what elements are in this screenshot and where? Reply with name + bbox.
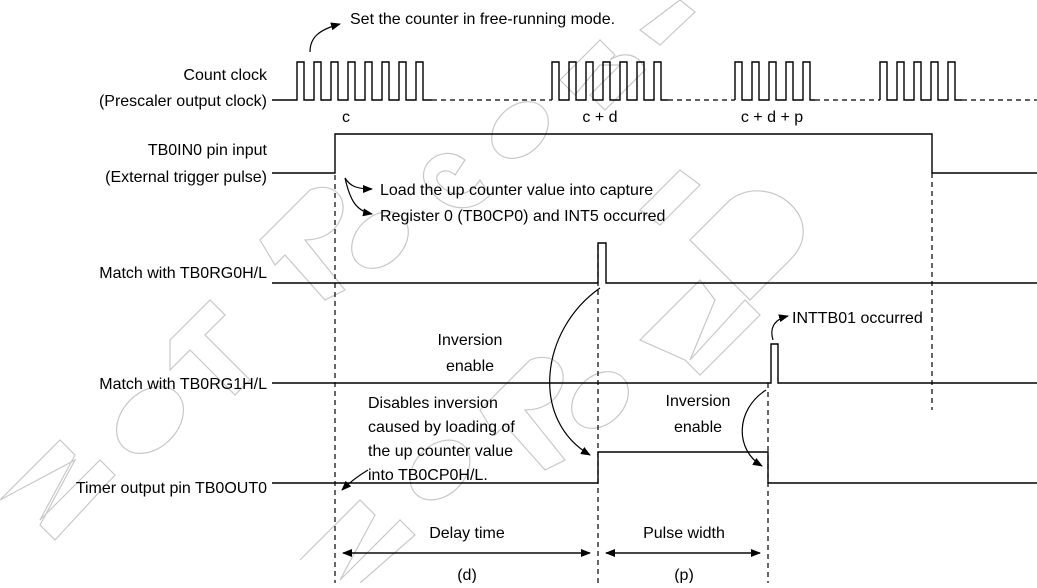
tb0in0-label: TB0IN0 pin input <box>148 142 268 159</box>
match-rg0-label: Match with TB0RG0H/L <box>99 265 267 282</box>
inversion-enable-2-line2: enable <box>674 419 722 436</box>
delay-time-label: Delay time <box>429 525 505 542</box>
count-clock-sublabel: (Prescaler output clock) <box>99 93 267 110</box>
tb0in0-waveform <box>272 133 1037 174</box>
match-rg0-waveform <box>272 242 1037 284</box>
inversion-enable-1-line2: enable <box>446 358 494 375</box>
inversion-enable-2-line1: Inversion <box>666 393 731 410</box>
match-rg1-label: Match with TB0RG1H/L <box>99 376 267 393</box>
inttb01-note: INTTB01 occurred <box>792 310 923 327</box>
free-running-note: Set the counter in free-running mode. <box>350 11 615 28</box>
watermark <box>0 0 804 584</box>
disable-inversion-line2: caused by loading of <box>368 419 515 436</box>
timer-output-label: Timer output pin TB0OUT0 <box>76 480 267 497</box>
disable-inversion-line1: Disables inversion <box>368 395 498 412</box>
count-clock-waveform <box>272 61 1037 101</box>
counter-mark-c-plus-d-plus-p: c + d + p <box>741 109 803 126</box>
load-capture-note-line1: Load the up counter value into capture <box>380 182 653 199</box>
match-rg1-waveform <box>272 343 1037 384</box>
load-capture-note-line2: Register 0 (TB0CP0) and INT5 occurred <box>380 208 665 225</box>
counter-mark-c-plus-d: c + d <box>582 109 617 126</box>
tb0in0-sublabel: (External trigger pulse) <box>105 169 267 186</box>
timer-output-waveform <box>272 451 1037 484</box>
count-clock-label: Count clock <box>183 67 268 84</box>
pulse-width-symbol: (p) <box>674 567 694 583</box>
pulse-width-label: Pulse width <box>643 525 725 542</box>
counter-mark-c: c <box>342 109 350 126</box>
delay-time-symbol: (d) <box>457 567 477 583</box>
inversion-enable-1-line1: Inversion <box>438 332 503 349</box>
disable-inversion-line4: into TB0CP0H/L. <box>368 467 488 484</box>
disable-inversion-line3: the up counter value <box>368 443 513 460</box>
